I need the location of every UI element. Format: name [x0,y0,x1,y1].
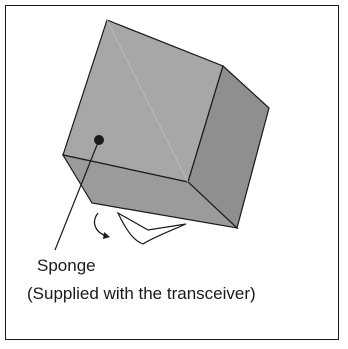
peeled-backing-film [116,211,187,245]
peel-arrow-head-icon [103,232,110,239]
sponge-crease [106,19,189,183]
peel-arrow-icon [93,212,107,237]
sponge-label: Sponge [37,256,96,275]
sponge-note: (Supplied with the transceiver) [27,284,256,303]
callout-leader-line [54,139,100,251]
sponge-bottom-face [61,154,239,229]
